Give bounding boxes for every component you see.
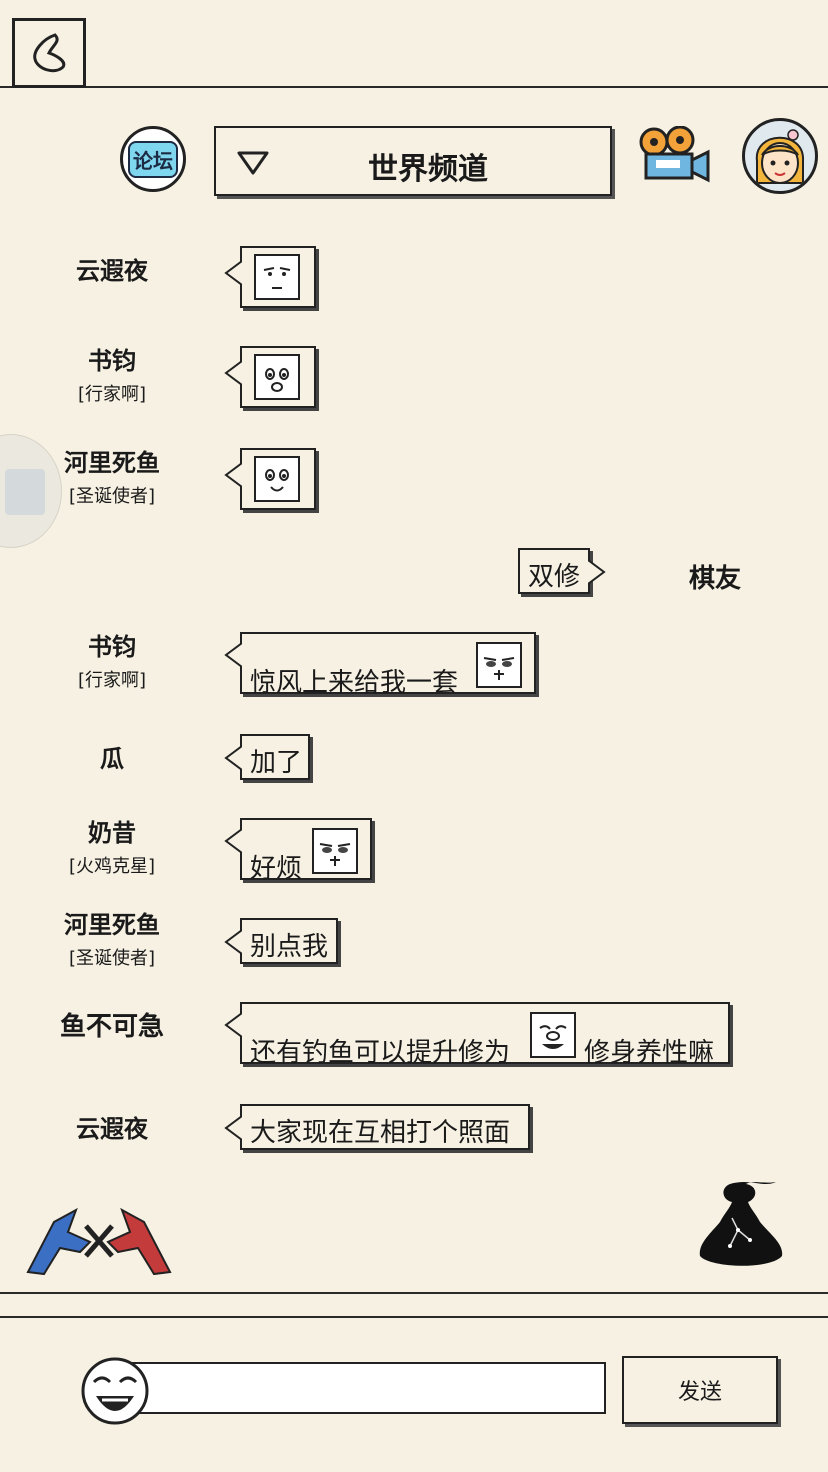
emoji-sticker-icon xyxy=(312,828,358,874)
channel-title: 世界频道 xyxy=(368,152,488,187)
message-bubble-self: 双修 xyxy=(518,548,606,594)
video-camera-icon xyxy=(639,125,710,183)
message-bubble: 大家现在互相打个照面 xyxy=(224,1104,530,1150)
bubble-tail xyxy=(224,1115,242,1141)
forum-label: 论坛 xyxy=(128,140,178,178)
emoji-sticker-icon xyxy=(530,1012,576,1058)
bubble-tail xyxy=(224,642,242,668)
channel-selector[interactable]: 世界频道 xyxy=(214,126,612,196)
message-sender[interactable]: 云遐夜 xyxy=(76,257,148,285)
bubble-tail xyxy=(224,745,242,771)
bubble-tail xyxy=(224,360,242,386)
smile-emoji-icon xyxy=(81,1357,149,1425)
message-bubble xyxy=(224,346,316,408)
user-avatar[interactable] xyxy=(742,118,818,194)
message-text: 好烦 xyxy=(250,854,303,884)
message-input[interactable] xyxy=(122,1362,606,1414)
emoji-sticker-icon xyxy=(476,642,522,688)
message-bubble: 加了 xyxy=(224,734,310,780)
message-text: 双修 xyxy=(528,562,581,592)
message-sender[interactable]: 河里死鱼 xyxy=(64,911,160,939)
message-text-continued: 修身养性嘛 xyxy=(584,1038,715,1068)
sender-title: [圣诞使者] xyxy=(68,486,156,507)
emoji-sticker-icon xyxy=(254,254,300,300)
message-bubble: 好烦 xyxy=(224,818,372,884)
back-button[interactable] xyxy=(12,18,86,88)
message-bubble: 还有钓鱼可以提升修为 修身养性嘛 xyxy=(224,1002,730,1068)
message-sender[interactable]: 鱼不可急 xyxy=(59,1012,164,1042)
message-bubble xyxy=(224,448,316,510)
message-sender-self[interactable]: 棋友 xyxy=(688,564,741,594)
bubble-tail xyxy=(224,260,242,286)
send-button[interactable]: 发送 xyxy=(622,1356,778,1424)
emoji-picker-button[interactable] xyxy=(80,1356,150,1426)
bubble-tail xyxy=(588,559,606,585)
meditation-silhouette-icon xyxy=(699,1182,783,1266)
bubble-tail xyxy=(224,828,242,854)
meditation-button[interactable] xyxy=(690,1178,790,1276)
emoji-sticker-icon xyxy=(254,354,300,400)
forum-button[interactable]: 论坛 xyxy=(120,126,186,192)
message-text: 大家现在互相打个照面 xyxy=(250,1118,511,1148)
sender-title: [行家啊] xyxy=(77,384,147,405)
message-text: 还有钓鱼可以提升修为 xyxy=(250,1038,511,1068)
message-bubble: 惊风上来给我一套 xyxy=(224,632,536,698)
avatar-face-icon xyxy=(755,129,805,184)
sender-title: [行家啊] xyxy=(77,670,147,691)
sender-title: [火鸡克星] xyxy=(68,856,156,877)
back-icon xyxy=(33,33,66,73)
message-sender[interactable]: 奶昔 xyxy=(88,819,136,847)
message-sender[interactable]: 书钧 xyxy=(88,347,136,375)
sender-title: [圣诞使者] xyxy=(68,948,156,969)
bubble-tail xyxy=(224,929,242,955)
bubble-tail xyxy=(224,1012,242,1038)
pk-emblem-icon xyxy=(26,1207,172,1276)
message-bubble xyxy=(224,246,316,308)
video-camera-button[interactable] xyxy=(636,125,712,188)
message-text: 加了 xyxy=(250,748,303,778)
message-sender[interactable]: 瓜 xyxy=(100,745,124,773)
dropdown-triangle-icon xyxy=(237,151,269,175)
emoji-sticker-icon xyxy=(254,456,300,502)
message-bubble: 别点我 xyxy=(224,918,338,964)
message-sender[interactable]: 河里死鱼 xyxy=(64,449,160,477)
send-label: 发送 xyxy=(677,1380,722,1405)
message-text: 别点我 xyxy=(250,932,329,962)
bubble-tail xyxy=(224,462,242,488)
message-text: 惊风上来给我一套 xyxy=(250,668,459,698)
pk-emblem-button[interactable] xyxy=(24,1202,174,1278)
message-sender[interactable]: 书钧 xyxy=(88,633,136,661)
message-sender[interactable]: 云遐夜 xyxy=(76,1115,148,1143)
side-tab-icon xyxy=(5,469,45,515)
